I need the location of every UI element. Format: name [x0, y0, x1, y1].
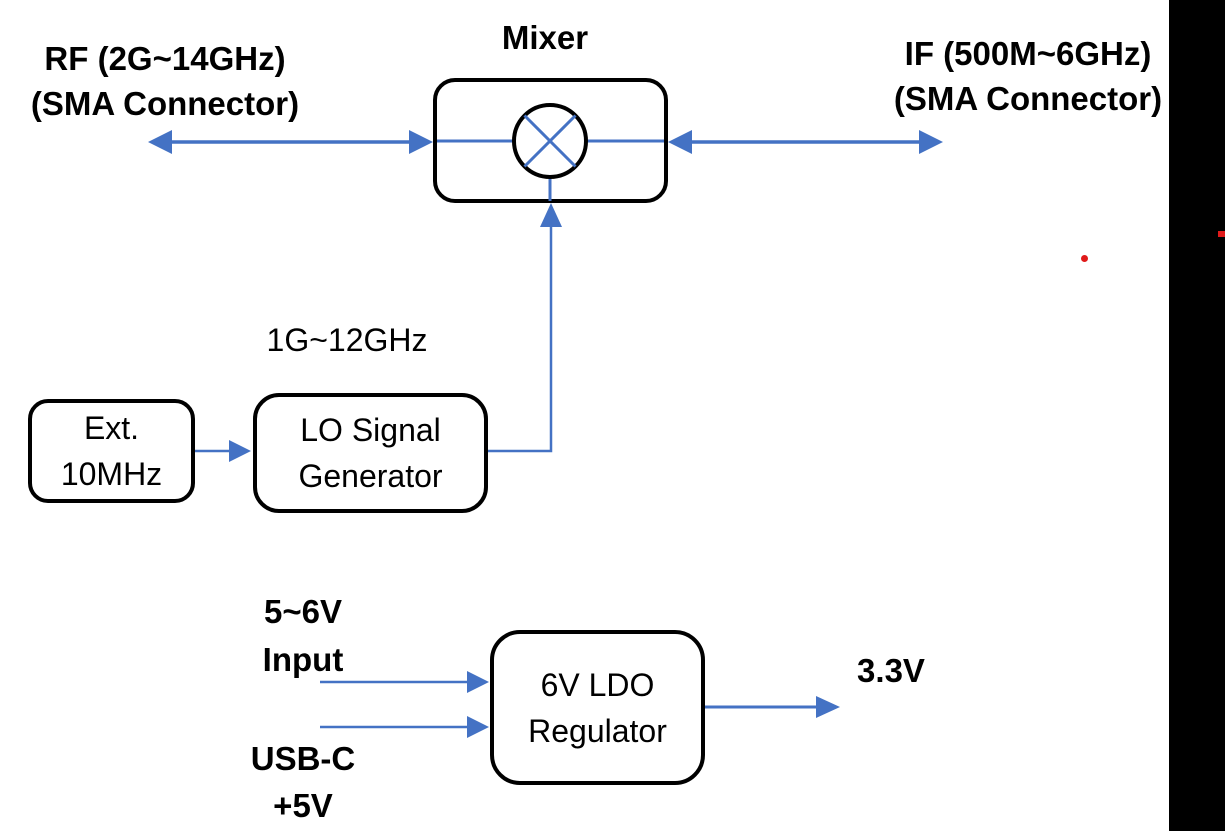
if-port-label-line2: (SMA Connector)	[893, 80, 1163, 117]
rf-port-label-line2: (SMA Connector)	[30, 85, 300, 122]
if-port-label-line1: IF (500M~6GHz)	[904, 35, 1152, 72]
usb-power-label: USB-C +5V	[233, 735, 373, 829]
right-edge-bar	[1169, 0, 1225, 831]
usb-power-label-line2: +5V	[273, 787, 333, 824]
lo-generator-box-line1: LO Signal	[300, 412, 441, 448]
output-voltage-label: 3.3V	[857, 652, 925, 689]
red-dot-marker	[1081, 255, 1088, 262]
mixer-label: Mixer	[501, 19, 589, 56]
rf-double-arrow-icon	[148, 130, 433, 154]
if-port-label: IF (500M~6GHz) (SMA Connector)	[863, 31, 1193, 121]
ldo-output-arrow-icon	[705, 696, 840, 718]
ldo-regulator-box-line2: Regulator	[528, 712, 667, 749]
lo-generator-box-line2: Generator	[298, 458, 443, 494]
lo-to-mixer-arrow-icon	[488, 203, 562, 453]
lo-freq-label: 1G~12GHz	[266, 322, 428, 358]
red-edge-marker	[1218, 231, 1225, 237]
ext-ref-box-line2: 10MHz	[60, 456, 163, 492]
power-input-label: 5~6V Input	[233, 588, 373, 684]
usb-power-label-line1: USB-C	[250, 740, 356, 777]
power-input-label-line2: Input	[262, 641, 344, 678]
ext-to-lo-arrow-icon	[195, 440, 251, 462]
ext-ref-box: Ext. 10MHz	[28, 399, 195, 503]
if-double-arrow-icon	[668, 130, 943, 154]
rf-port-label-line1: RF (2G~14GHz)	[44, 40, 286, 77]
mixer-box	[433, 78, 668, 203]
ldo-regulator-box: 6V LDO Regulator	[490, 630, 705, 785]
ext-ref-box-line1: Ext.	[83, 410, 140, 446]
lo-generator-box: LO Signal Generator	[253, 393, 488, 513]
ldo-regulator-box-line1: 6V LDO	[540, 666, 655, 703]
rf-port-label: RF (2G~14GHz) (SMA Connector)	[0, 36, 330, 126]
power-input-label-line1: 5~6V	[264, 593, 342, 630]
